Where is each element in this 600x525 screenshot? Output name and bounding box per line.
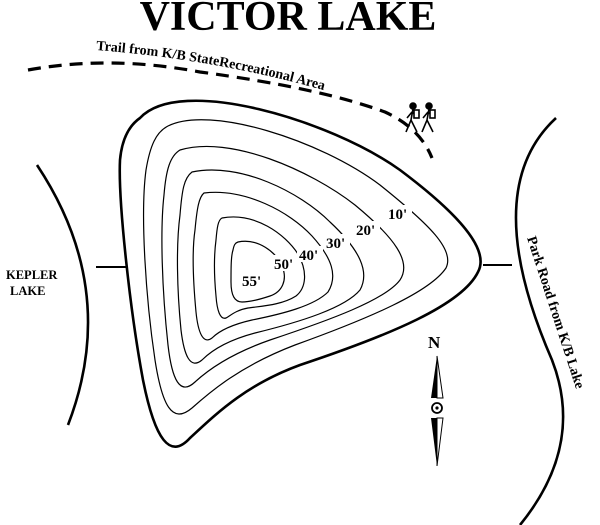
kepler-shoreline bbox=[35, 164, 90, 426]
svg-text:55': 55' bbox=[242, 274, 261, 290]
depth-label-10: 10' bbox=[386, 205, 412, 223]
north-arrow-icon bbox=[431, 355, 444, 467]
svg-text:50': 50' bbox=[274, 257, 293, 273]
hikers-icon bbox=[405, 102, 436, 133]
kepler-label-line1: KEPLER bbox=[6, 268, 58, 282]
svg-text:30': 30' bbox=[326, 236, 345, 252]
depth-label-40: 40' bbox=[297, 246, 323, 264]
contour-10 bbox=[142, 119, 449, 415]
contour-20 bbox=[161, 145, 405, 388]
depth-label-20: 20' bbox=[354, 221, 380, 239]
depth-label-30: 30' bbox=[324, 234, 350, 252]
lake-outline bbox=[118, 99, 482, 448]
kepler-label-line2: LAKE bbox=[10, 284, 45, 298]
park-road bbox=[514, 117, 565, 525]
depth-label-55: 55' bbox=[240, 272, 266, 290]
depth-label-50: 50' bbox=[272, 255, 298, 273]
map-title: VICTOR LAKE bbox=[140, 0, 437, 40]
svg-text:40': 40' bbox=[299, 248, 318, 264]
north-label: N bbox=[428, 333, 441, 352]
svg-text:10': 10' bbox=[388, 207, 407, 223]
trail-label: Trail from K/B StateRecreational Area bbox=[96, 39, 327, 94]
contour-30 bbox=[176, 169, 365, 364]
contour-40 bbox=[192, 191, 334, 341]
trail-path bbox=[27, 61, 434, 159]
svg-text:20': 20' bbox=[356, 223, 375, 239]
